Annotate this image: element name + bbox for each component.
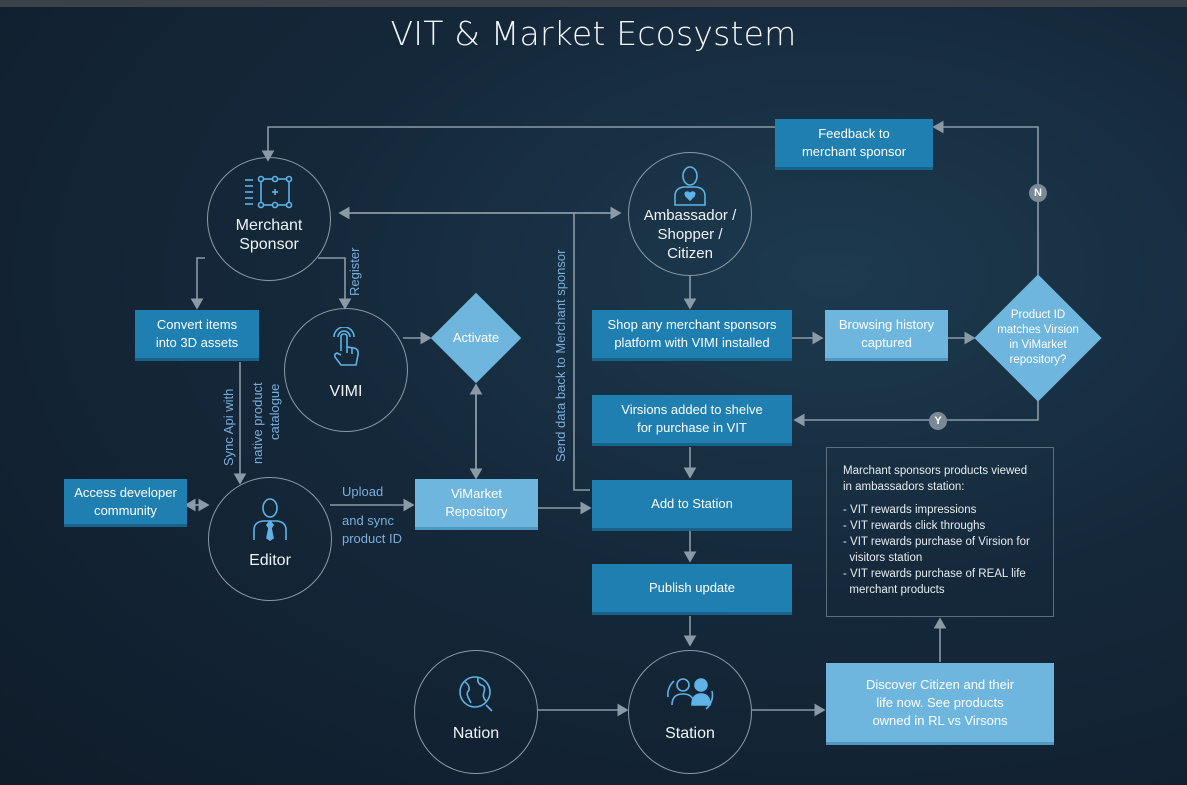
globe-icon <box>415 673 537 713</box>
virsions-line-2: for purchase in VIT <box>637 420 747 435</box>
upload-label: Upload <box>342 484 384 499</box>
rewards-item: - VIT rewards click throughs <box>843 520 986 532</box>
rewards-intro-line-1: Marchant sponsors products viewed <box>843 465 1028 477</box>
browsing-box[interactable]: Browsing history captured <box>825 310 948 361</box>
add-to-station-box[interactable]: Add to Station <box>592 480 792 531</box>
sync-api-label-1: Sync Api with <box>221 388 236 466</box>
access-dev-line-2: community <box>94 502 157 518</box>
rewards-intro-line-2: in ambassadors station: <box>843 481 965 493</box>
browsing-line-2: captured <box>861 335 912 350</box>
publish-label: Publish update <box>648 580 735 595</box>
users-sync-icon <box>629 675 751 713</box>
convert-line-1: Convert items <box>156 317 238 332</box>
product-id-line-1: Product ID <box>1010 309 1066 321</box>
station-node[interactable]: Station <box>628 650 752 774</box>
rewards-item: - VIT rewards impressions <box>843 504 977 516</box>
touch-hand-icon <box>285 327 407 369</box>
ambassador-label-3: Citizen <box>667 245 713 262</box>
nation-label: Nation <box>452 725 500 742</box>
rewards-item: visitors station <box>843 552 923 564</box>
and-sync-label-2: product ID <box>342 531 402 546</box>
no-branch-marker: N <box>1029 184 1047 202</box>
vimarket-repository-box[interactable]: ViMarket Repository <box>415 479 538 530</box>
station-label: Station <box>665 725 715 742</box>
access-dev-line-1: Access developer <box>74 484 177 500</box>
feedback-box[interactable]: Feedback to merchant sponsor <box>775 119 933 170</box>
diagram-title: VIT & Market Ecosystem <box>390 14 797 53</box>
sync-api-label-2: native product <box>250 382 265 464</box>
activate-label: Activate <box>452 330 500 345</box>
rewards-info-box: Marchant sponsors products viewed in amb… <box>826 447 1054 617</box>
product-id-line-3: in ViMarket <box>1009 339 1067 351</box>
vimarket-line-1: ViMarket <box>450 486 503 501</box>
discover-line-3: owned in RL vs Virsons <box>872 712 1008 728</box>
ambassador-label-1: Ambassador / <box>643 207 737 224</box>
register-label: Register <box>347 247 362 296</box>
virsions-line-1: Virsions added to shelve <box>621 402 763 417</box>
send-data-label: Send data back to Merchant sponsor <box>553 249 568 462</box>
rewards-item: - VIT rewards purchase of REAL life <box>843 568 1026 580</box>
merchant-sponsor-node[interactable]: Merchant Sponsor <box>207 157 331 281</box>
merchant-sponsor-label-1: Merchant <box>235 217 303 234</box>
grid-design-icon <box>208 174 330 212</box>
feedback-line-2: merchant sponsor <box>801 144 907 159</box>
add-station-label: Add to Station <box>651 496 733 511</box>
convert-box[interactable]: Convert items into 3D assets <box>135 310 259 361</box>
discover-line-2: life now. See products <box>876 694 1004 710</box>
feedback-line-1: Feedback to <box>818 126 890 141</box>
shop-box[interactable]: Shop any merchant sponsors platform with… <box>592 310 792 361</box>
and-sync-label-1: and sync <box>342 513 395 528</box>
product-id-line-4: repository? <box>1009 354 1067 366</box>
editor-node[interactable]: Editor <box>208 477 332 601</box>
product-id-question: Product ID matches Virsion in ViMarket r… <box>990 303 1086 373</box>
discover-line-1: Discover Citizen and their <box>865 676 1015 692</box>
rewards-intro: Marchant sponsors products viewed in amb… <box>843 463 1037 495</box>
product-id-line-2: matches Virsion <box>997 324 1079 336</box>
shop-line-2: platform with VIMI installed <box>614 335 770 350</box>
sync-api-label-3: catalogue <box>267 383 282 440</box>
rewards-item: - VIT rewards purchase of Virsion for <box>843 536 1030 548</box>
person-tie-icon <box>209 498 331 542</box>
vimarket-line-2: Repository <box>445 504 508 519</box>
shop-line-1: Shop any merchant sponsors <box>607 317 777 332</box>
access-developer-box[interactable]: Access developer community <box>64 479 187 527</box>
convert-line-2: into 3D assets <box>155 335 239 350</box>
editor-label: Editor <box>249 552 291 569</box>
browsing-line-1: Browsing history <box>838 317 935 332</box>
merchant-sponsor-label-2: Sponsor <box>239 236 299 253</box>
vimi-node[interactable]: VIMI <box>284 308 408 432</box>
window-top-bar <box>0 0 1187 7</box>
person-heart-icon <box>629 165 751 207</box>
ambassador-label-2: Shopper / <box>657 226 723 243</box>
virsions-added-box[interactable]: Virsions added to shelve for purchase in… <box>592 395 792 446</box>
vimi-label: VIMI <box>329 383 363 400</box>
nation-node[interactable]: Nation <box>414 650 538 774</box>
yes-branch-marker: Y <box>929 412 947 430</box>
publish-update-box[interactable]: Publish update <box>592 564 792 615</box>
rewards-item: merchant products <box>843 584 945 596</box>
ambassador-node[interactable]: Ambassador / Shopper / Citizen <box>628 152 752 276</box>
discover-citizen-box[interactable]: Discover Citizen and their life now. See… <box>826 663 1054 745</box>
